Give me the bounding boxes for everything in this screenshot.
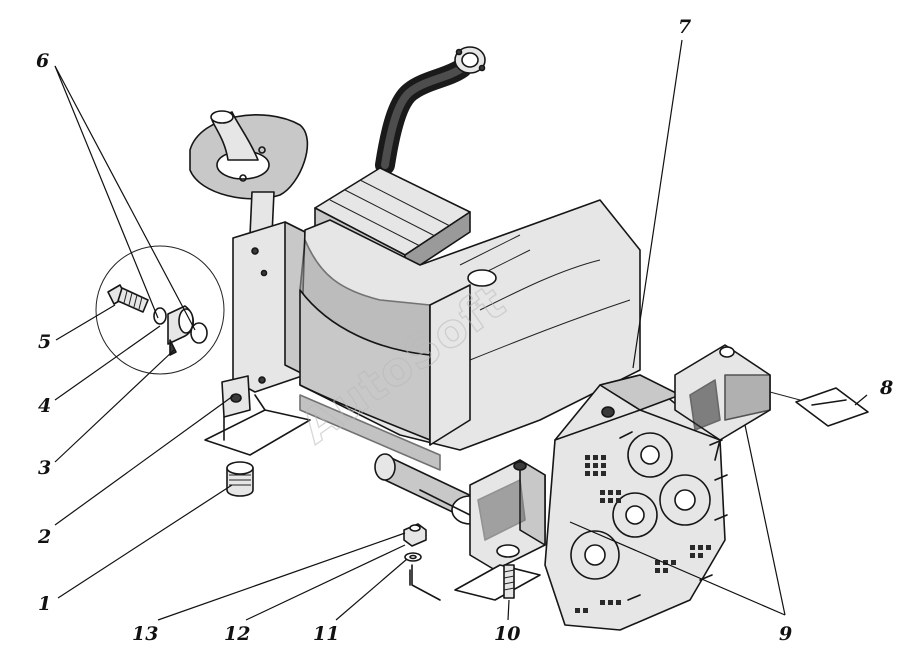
callout-12: 12 xyxy=(224,623,250,645)
left-support-bracket xyxy=(232,221,306,393)
leader-9b xyxy=(744,424,786,616)
nut-washers xyxy=(403,523,427,586)
callout-labels: 6 5 4 3 2 1 7 8 9 10 11 12 13 xyxy=(36,16,893,645)
leader-12 xyxy=(245,544,406,621)
callout-4: 4 xyxy=(38,395,51,417)
callout-9: 9 xyxy=(779,623,792,645)
engine-block xyxy=(299,199,641,451)
leader-6b xyxy=(54,65,196,331)
left-foot-bracket xyxy=(204,375,311,456)
bolt xyxy=(496,544,520,599)
leader-7 xyxy=(632,39,683,369)
leader-8 xyxy=(854,394,868,406)
callout-10: 10 xyxy=(494,623,520,645)
leader-1 xyxy=(57,484,233,599)
detail-bolt xyxy=(107,284,149,313)
callout-1: 1 xyxy=(38,593,51,615)
leader-6a xyxy=(54,65,159,319)
leader-lines xyxy=(54,39,868,621)
rubber-hose xyxy=(375,46,486,175)
callout-11: 11 xyxy=(313,623,339,645)
leader-13 xyxy=(157,532,406,621)
gearbox-housing xyxy=(544,374,728,631)
callout-2: 2 xyxy=(37,526,51,548)
leader-9a xyxy=(569,521,786,616)
leader-5 xyxy=(55,304,116,341)
callout-6: 6 xyxy=(36,50,49,72)
air-intake-flange xyxy=(189,110,309,236)
callout-8: 8 xyxy=(879,377,893,399)
callout-5: 5 xyxy=(38,331,51,353)
callout-13: 13 xyxy=(132,623,158,645)
bushing xyxy=(226,461,254,497)
lower-front-bracket xyxy=(411,459,546,601)
leader-3 xyxy=(54,349,175,463)
leader-11 xyxy=(335,558,408,621)
callout-3: 3 xyxy=(38,457,51,479)
right-mounting-pad xyxy=(674,344,771,461)
leader-4 xyxy=(54,325,161,401)
pin-plate xyxy=(769,387,869,427)
leader-2 xyxy=(54,395,234,526)
leader-10 xyxy=(507,599,510,621)
callout-7: 7 xyxy=(678,16,691,38)
